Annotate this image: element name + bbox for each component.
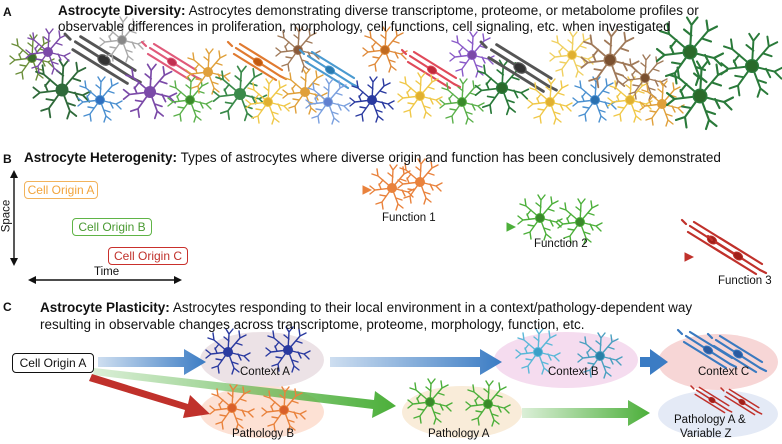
panel-c-heading-line1: Astrocyte Plasticity: Astrocytes respond… [40, 300, 692, 316]
pathology-az-label-line2: Variable Z [680, 428, 732, 440]
context-a-bubble [200, 332, 324, 388]
function-3-cells [680, 218, 768, 276]
green-arrow [522, 400, 650, 426]
function-1-label: Function 1 [382, 212, 436, 224]
pathology-az-bubble [658, 390, 778, 438]
cell-origin-c-box: Cell Origin C [108, 247, 188, 265]
panel-b-heading: Astrocyte Heterogenity: Types of astrocy… [24, 150, 721, 166]
red-arrow [89, 374, 210, 418]
blue-arrow-3 [640, 349, 668, 375]
context-c-label: Context C [698, 366, 750, 378]
panel-c-heading-text1: Astrocytes responding to their local env… [172, 300, 693, 315]
panel-b-heading-bold: Astrocyte Heterogenity: [24, 150, 178, 165]
panel-a-heading-bold: Astrocyte Diversity: [58, 3, 186, 18]
pathology-az-label-line1: Pathology A & [674, 414, 746, 426]
cell-origin-a-box: Cell Origin A [24, 181, 98, 199]
blue-arrow-2 [330, 349, 502, 375]
panel-a-heading-line2: observable differences in proliferation,… [58, 19, 671, 34]
panel-a-heading-text1: Astrocytes demonstrating diverse transcr… [188, 3, 699, 18]
pathology-a-label: Pathology A [428, 428, 490, 440]
blue-arrow-1 [98, 349, 206, 375]
panel-a-letter: A [3, 5, 12, 19]
function-3-label: Function 3 [718, 275, 772, 287]
function-2-label: Function 2 [534, 238, 588, 250]
context-b-label: Context B [548, 366, 599, 378]
panel-c-heading-bold: Astrocyte Plasticity: [40, 300, 170, 315]
context-a-label: Context A [240, 366, 290, 378]
space-axis [10, 170, 18, 266]
pathology-b-label: Pathology B [232, 428, 295, 440]
panel-b-heading-text: Types of astrocytes where diverse origin… [180, 150, 721, 165]
panel-c-heading-line2: resulting in observable changes across t… [40, 317, 585, 332]
time-axis [28, 276, 182, 284]
panel-a-heading-line1: Astrocyte Diversity: Astrocytes demonstr… [58, 3, 699, 19]
cell-origin-b-box: Cell Origin B [72, 218, 152, 236]
function-2-cells [517, 194, 603, 245]
cell-origin-a-plasticity-box: Cell Origin A [12, 353, 94, 373]
space-axis-label: Space [0, 199, 13, 233]
function-1-cells [369, 158, 443, 211]
panel-c-letter: C [3, 300, 12, 314]
time-axis-label: Time [94, 266, 120, 278]
panel-b-letter: B [3, 152, 12, 166]
